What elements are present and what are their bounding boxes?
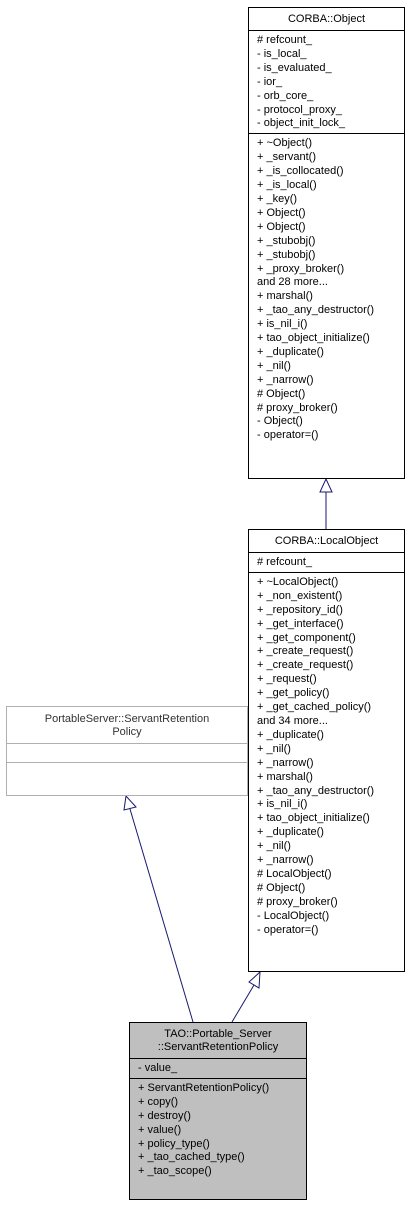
class-member: + _narrow() xyxy=(257,373,314,386)
class-member: - protocol_proxy_ xyxy=(257,103,342,116)
class-member: + _get_cached_policy() xyxy=(257,701,372,714)
class-member: # proxy_broker() xyxy=(257,401,338,414)
class-title-line: ::ServantRetentionPolicy xyxy=(157,1041,279,1053)
class-corba-object[interactable]: CORBA::Object # refcount_- is_local_- is… xyxy=(248,7,405,479)
edge-tao-policy-to-localobject xyxy=(231,970,261,1023)
class-member: + _nil() xyxy=(257,742,291,755)
class-member: + marshal() xyxy=(257,290,313,303)
class-title-line: TAO::Portable_Server xyxy=(164,1028,272,1040)
operations-section: + ~LocalObject()+ _non_existent()+ _repo… xyxy=(249,573,404,940)
class-member: - operator=() xyxy=(257,923,319,936)
class-member: # Object() xyxy=(257,881,306,894)
operations-section: + ServantRetentionPolicy()+ copy()+ dest… xyxy=(130,1079,306,1181)
class-member: + _non_existent() xyxy=(257,589,343,602)
class-title: CORBA::LocalObject xyxy=(249,530,404,553)
class-title-line: Policy xyxy=(112,726,142,738)
class-member: + Object() xyxy=(257,220,306,233)
class-member: + _create_request() xyxy=(257,645,354,658)
class-member: + destroy() xyxy=(138,1109,191,1122)
class-member: + _request() xyxy=(257,673,317,686)
class-member: + copy() xyxy=(138,1095,179,1108)
class-member: + ~Object() xyxy=(257,137,313,150)
class-member: + _create_request() xyxy=(257,659,354,672)
class-member: + _tao_scope() xyxy=(138,1165,212,1178)
class-corba-localobject[interactable]: CORBA::LocalObject # refcount_ + ~LocalO… xyxy=(248,529,405,972)
class-member: + _repository_id() xyxy=(257,603,343,616)
class-member: and 28 more... xyxy=(257,276,328,289)
class-member: + _get_component() xyxy=(257,631,356,644)
class-member: + _narrow() xyxy=(257,756,314,769)
class-member: + tao_object_initialize() xyxy=(257,812,370,825)
class-title-line: PortableServer::ServantRetention xyxy=(44,713,210,725)
class-member: + _nil() xyxy=(257,840,291,853)
class-member: - Object() xyxy=(257,415,303,428)
edge-tao-policy-to-portableserver-policy xyxy=(123,794,194,1023)
class-member: + _duplicate() xyxy=(257,728,324,741)
class-member: - object_init_lock_ xyxy=(257,117,346,130)
class-member: + policy_type() xyxy=(138,1137,210,1150)
class-member: + _duplicate() xyxy=(257,826,324,839)
class-member: # Object() xyxy=(257,387,306,400)
operations-section xyxy=(7,763,247,782)
class-member: + ServantRetentionPolicy() xyxy=(138,1081,270,1094)
attributes-section xyxy=(7,744,247,763)
attributes-section: # refcount_- is_local_- is_evaluated_- i… xyxy=(249,31,404,135)
class-member: + ~LocalObject() xyxy=(257,575,339,588)
class-member: + _stubobj() xyxy=(257,234,316,247)
class-member: + _duplicate() xyxy=(257,345,324,358)
class-member: + Object() xyxy=(257,206,306,219)
attributes-section: # refcount_ xyxy=(249,553,404,573)
class-member: + _is_local() xyxy=(257,179,317,192)
class-member: - LocalObject() xyxy=(257,909,330,922)
class-member: + is_nil_i() xyxy=(257,318,308,331)
class-member: + _servant() xyxy=(257,151,316,164)
class-member: + _narrow() xyxy=(257,854,314,867)
class-member: # proxy_broker() xyxy=(257,895,338,908)
class-member: + _is_collocated() xyxy=(257,165,344,178)
class-member: + _key() xyxy=(257,192,298,205)
class-tao-servantretentionpolicy[interactable]: TAO::Portable_Server ::ServantRetentionP… xyxy=(129,1022,307,1200)
class-member: - operator=() xyxy=(257,429,319,442)
class-member: + _proxy_broker() xyxy=(257,262,345,275)
class-member: + _nil() xyxy=(257,359,291,372)
class-member: + tao_object_initialize() xyxy=(257,332,370,345)
class-member: + _tao_any_destructor() xyxy=(257,784,375,797)
class-member: + _get_policy() xyxy=(257,687,330,700)
class-member: + _tao_cached_type() xyxy=(138,1151,245,1164)
class-member: # refcount_ xyxy=(257,556,313,568)
class-member: + marshal() xyxy=(257,770,313,783)
class-member: - is_local_ xyxy=(257,47,307,60)
class-member: - is_evaluated_ xyxy=(257,61,332,74)
class-member: + is_nil_i() xyxy=(257,798,308,811)
edge-localobject-to-object xyxy=(319,477,333,529)
class-title: TAO::Portable_Server ::ServantRetentionP… xyxy=(130,1023,306,1059)
class-member: # LocalObject() xyxy=(257,867,332,880)
class-member: + _tao_any_destructor() xyxy=(257,304,375,317)
class-title: PortableServer::ServantRetention Policy xyxy=(7,707,247,744)
class-title: CORBA::Object xyxy=(249,8,404,31)
class-member: and 34 more... xyxy=(257,714,328,727)
class-member: # refcount_ xyxy=(257,34,313,46)
class-member: - orb_core_ xyxy=(257,89,314,102)
class-member: + value() xyxy=(138,1123,182,1136)
operations-section: + ~Object()+ _servant()+ _is_collocated(… xyxy=(249,134,404,445)
class-member: + _stubobj() xyxy=(257,248,316,261)
attributes-section: - value_ xyxy=(130,1059,306,1079)
class-member: + _get_interface() xyxy=(257,617,344,630)
class-member: - ior_ xyxy=(257,75,283,88)
class-member: - value_ xyxy=(138,1062,178,1074)
class-portableserver-servantretentionpolicy[interactable]: PortableServer::ServantRetention Policy xyxy=(6,706,248,796)
